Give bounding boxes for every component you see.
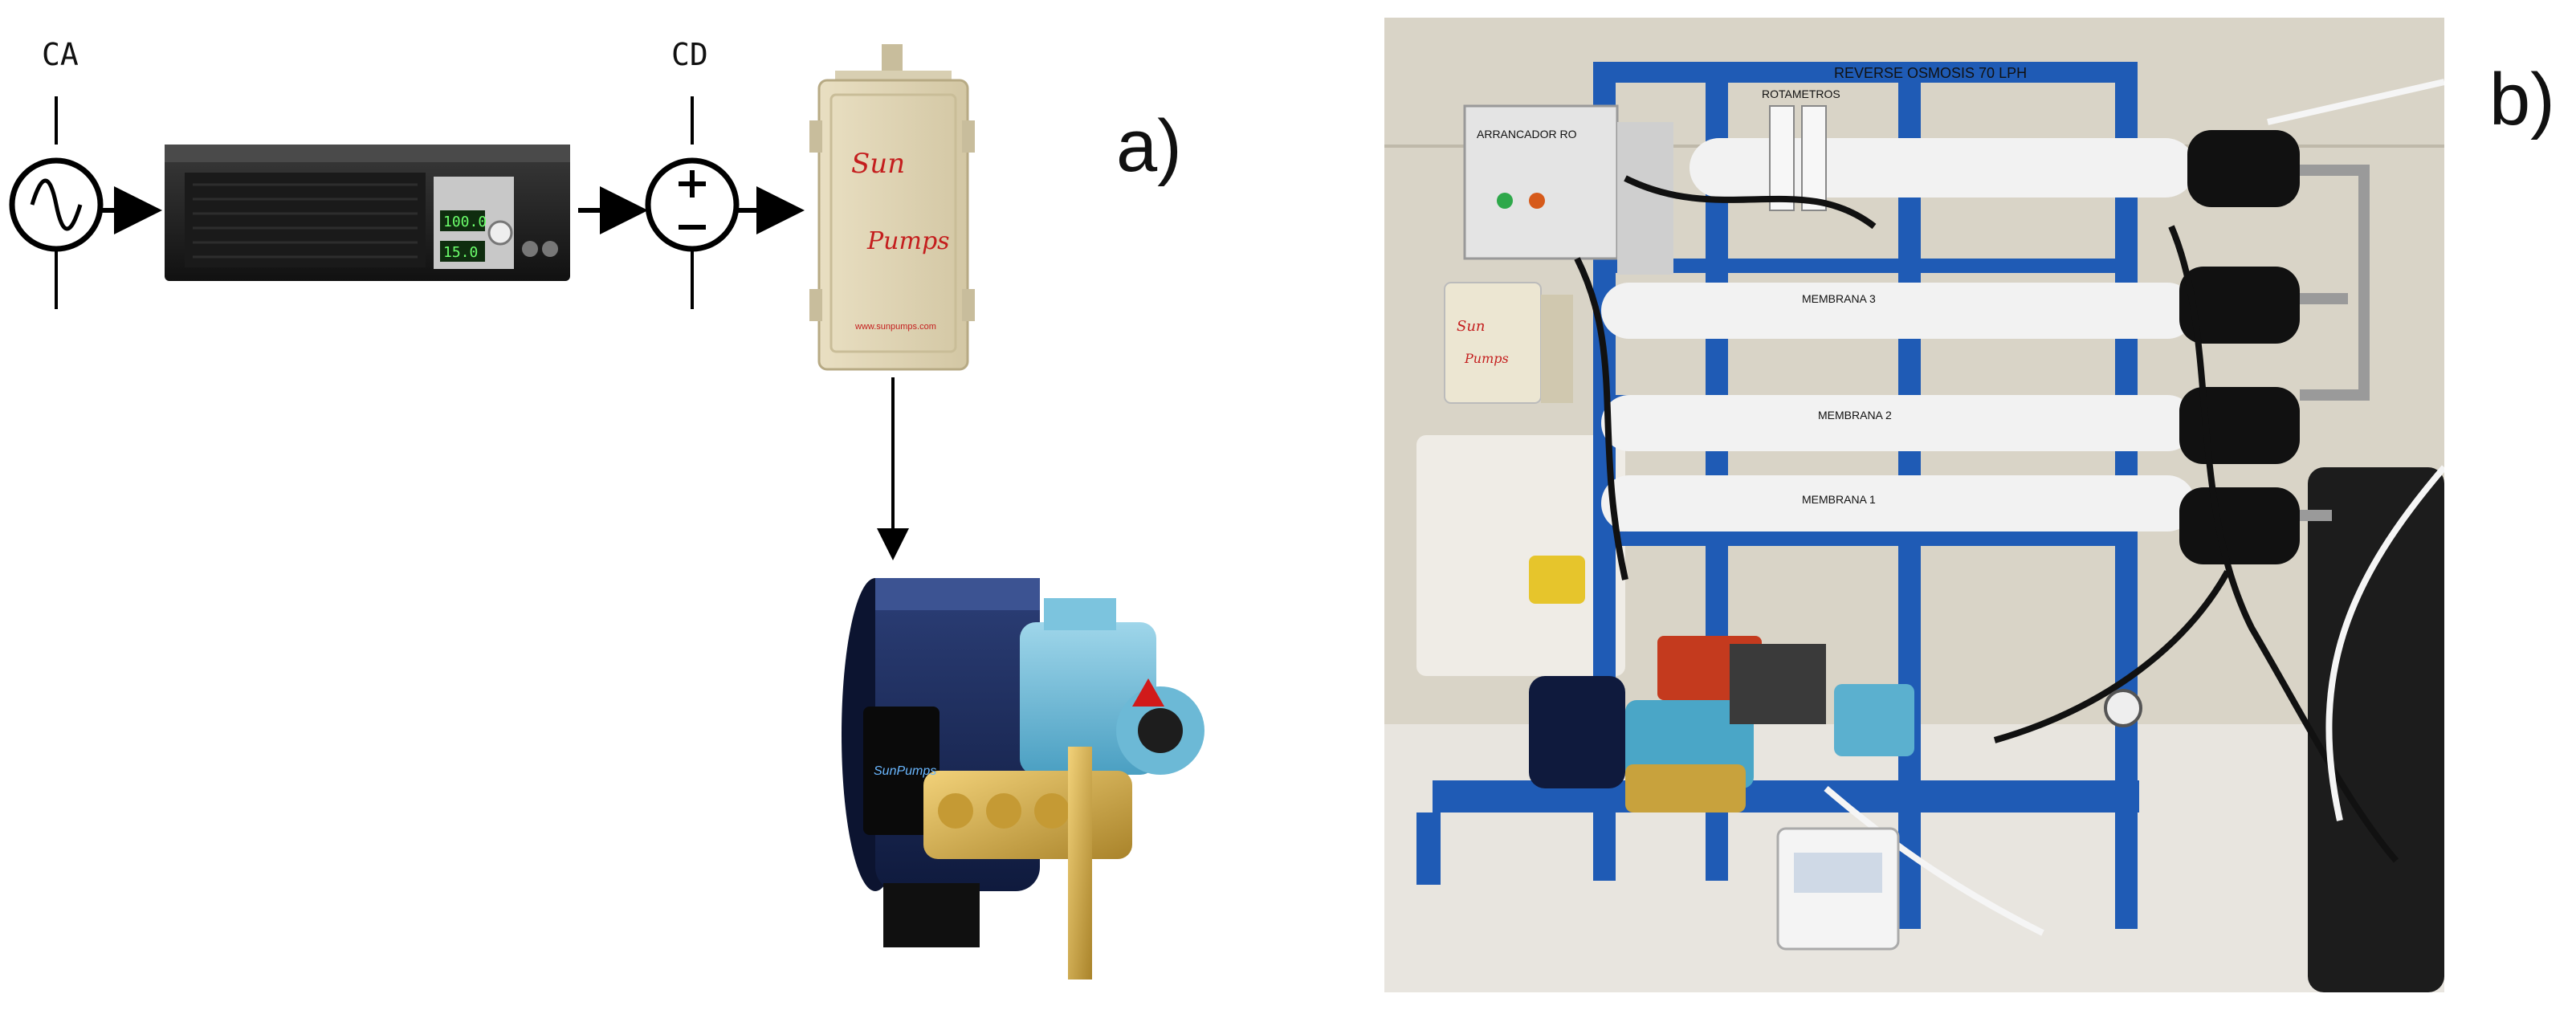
dc-source-icon xyxy=(645,96,740,309)
membrane-label-2: MEMBRANA 2 xyxy=(1818,409,1892,422)
controller-url: www.sunpumps.com xyxy=(854,322,936,332)
dosing-pump xyxy=(1529,556,1585,604)
frame-sign: REVERSE OSMOSIS 70 LPH xyxy=(1834,65,2027,81)
panel-a-label: a) xyxy=(1116,105,1182,187)
motor-pump xyxy=(842,578,1204,979)
pressure-gauge xyxy=(2104,689,2142,727)
controller-brand-line1: Sun xyxy=(851,148,905,180)
white-tubes xyxy=(1824,79,2444,936)
ro-plant-photo: REVERSE OSMOSIS 70 LPH MEMBRANA 3 MEMBRA… xyxy=(1384,18,2444,992)
panel-b-label: b) xyxy=(2489,59,2555,141)
pump-badge: SunPumps xyxy=(874,764,936,778)
photo-controller-brand-line1: Sun xyxy=(1457,318,1486,335)
psu-voltage-readout: 100.0 xyxy=(443,214,487,230)
photo-controller-box xyxy=(1444,282,1573,404)
panel-b-photo: REVERSE OSMOSIS 70 LPH MEMBRANA 3 MEMBRA… xyxy=(1384,18,2444,992)
rotameter-sign: ROTAMETROS xyxy=(1762,88,1840,100)
photo-controller-brand-line2: Pumps xyxy=(1464,351,1509,366)
steel-piping xyxy=(2300,165,2370,521)
black-tank xyxy=(2308,467,2444,992)
starter-panel xyxy=(1463,104,1673,275)
membrane-label-1: MEMBRANA 1 xyxy=(1802,493,1876,506)
rotameters xyxy=(1769,105,1827,211)
pump-controller-box xyxy=(809,44,975,371)
ac-source-label: CA xyxy=(42,37,79,72)
controller-brand-line2: Pumps xyxy=(866,227,950,255)
ac-source-icon xyxy=(9,96,104,309)
black-hoses xyxy=(1574,175,2399,863)
membrane-label-3: MEMBRANA 3 xyxy=(1802,292,1876,305)
panel-a-graphics: 100.0 15.0 Sun Pumps www.sunpumps.com xyxy=(9,44,1204,979)
starter-panel-sign: ARRANCADOR RO xyxy=(1477,128,1577,141)
power-supply-unit xyxy=(165,145,570,281)
dc-source-label: CD xyxy=(671,37,708,72)
panel-a-diagram: CA CD a) xyxy=(9,37,1204,979)
storage-tank xyxy=(1416,435,1625,676)
photo-pump-assembly xyxy=(1529,636,1914,812)
psu-current-readout: 15.0 xyxy=(443,244,478,261)
